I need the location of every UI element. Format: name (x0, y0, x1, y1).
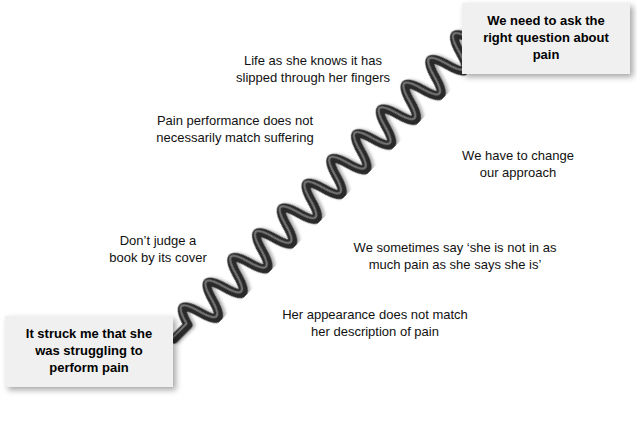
box-text: We need to ask the right question about … (474, 13, 618, 64)
quote-label: Don’t judge a book by its cover (105, 233, 211, 267)
quote-label: Pain performance does not necessarily ma… (148, 113, 323, 147)
quote-label: We sometimes say ‘she is not in as much … (345, 240, 565, 274)
quote-label: We have to change our approach (456, 148, 581, 182)
box-text: It struck me that she was struggling to … (17, 326, 161, 377)
highlight-box: We need to ask the right question about … (462, 3, 630, 74)
quote-label: Her appearance does not match her descri… (279, 307, 471, 341)
quote-label: Life as she knows it has slipped through… (226, 53, 401, 87)
spring-coil (161, 15, 496, 350)
highlight-box: It struck me that she was struggling to … (5, 316, 173, 387)
